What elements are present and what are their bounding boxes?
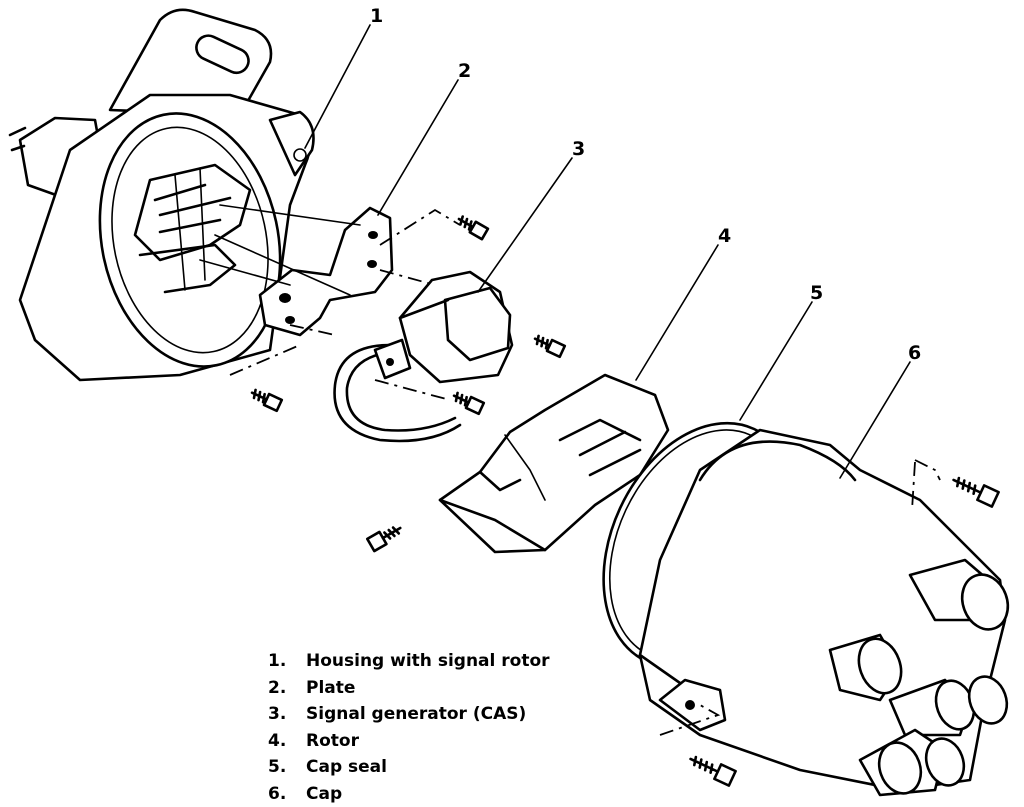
legend-label: Plate bbox=[306, 678, 355, 698]
legend-label: Signal generator (CAS) bbox=[306, 704, 526, 724]
legend-item: 2.Plate bbox=[268, 675, 550, 702]
legend-number: 1. bbox=[268, 648, 306, 675]
callout-3: 3 bbox=[572, 138, 585, 160]
callout-6: 6 bbox=[908, 342, 921, 364]
legend-item: 5.Cap seal bbox=[268, 754, 550, 781]
legend-number: 3. bbox=[268, 701, 306, 728]
legend-item: 3.Signal generator (CAS) bbox=[268, 701, 550, 728]
legend-item: 6.Cap bbox=[268, 781, 550, 807]
callout-5: 5 bbox=[810, 282, 823, 304]
legend-item: 4.Rotor bbox=[268, 728, 550, 755]
legend-number: 2. bbox=[268, 675, 306, 702]
legend-label: Cap bbox=[306, 784, 342, 804]
legend-number: 4. bbox=[268, 728, 306, 755]
callout-2: 2 bbox=[458, 60, 471, 82]
legend-label: Cap seal bbox=[306, 757, 387, 777]
parts-legend: 1.Housing with signal rotor 2.Plate 3.Si… bbox=[268, 648, 550, 807]
callout-4: 4 bbox=[718, 225, 731, 247]
signal-generator-cas bbox=[335, 272, 512, 441]
legend-number: 5. bbox=[268, 754, 306, 781]
cap bbox=[640, 430, 1015, 799]
legend-label: Housing with signal rotor bbox=[306, 651, 550, 671]
legend-number: 6. bbox=[268, 781, 306, 807]
legend-item: 1.Housing with signal rotor bbox=[268, 648, 550, 675]
legend-label: Rotor bbox=[306, 731, 359, 751]
housing-with-signal-rotor bbox=[10, 10, 314, 384]
callout-1: 1 bbox=[370, 5, 383, 27]
